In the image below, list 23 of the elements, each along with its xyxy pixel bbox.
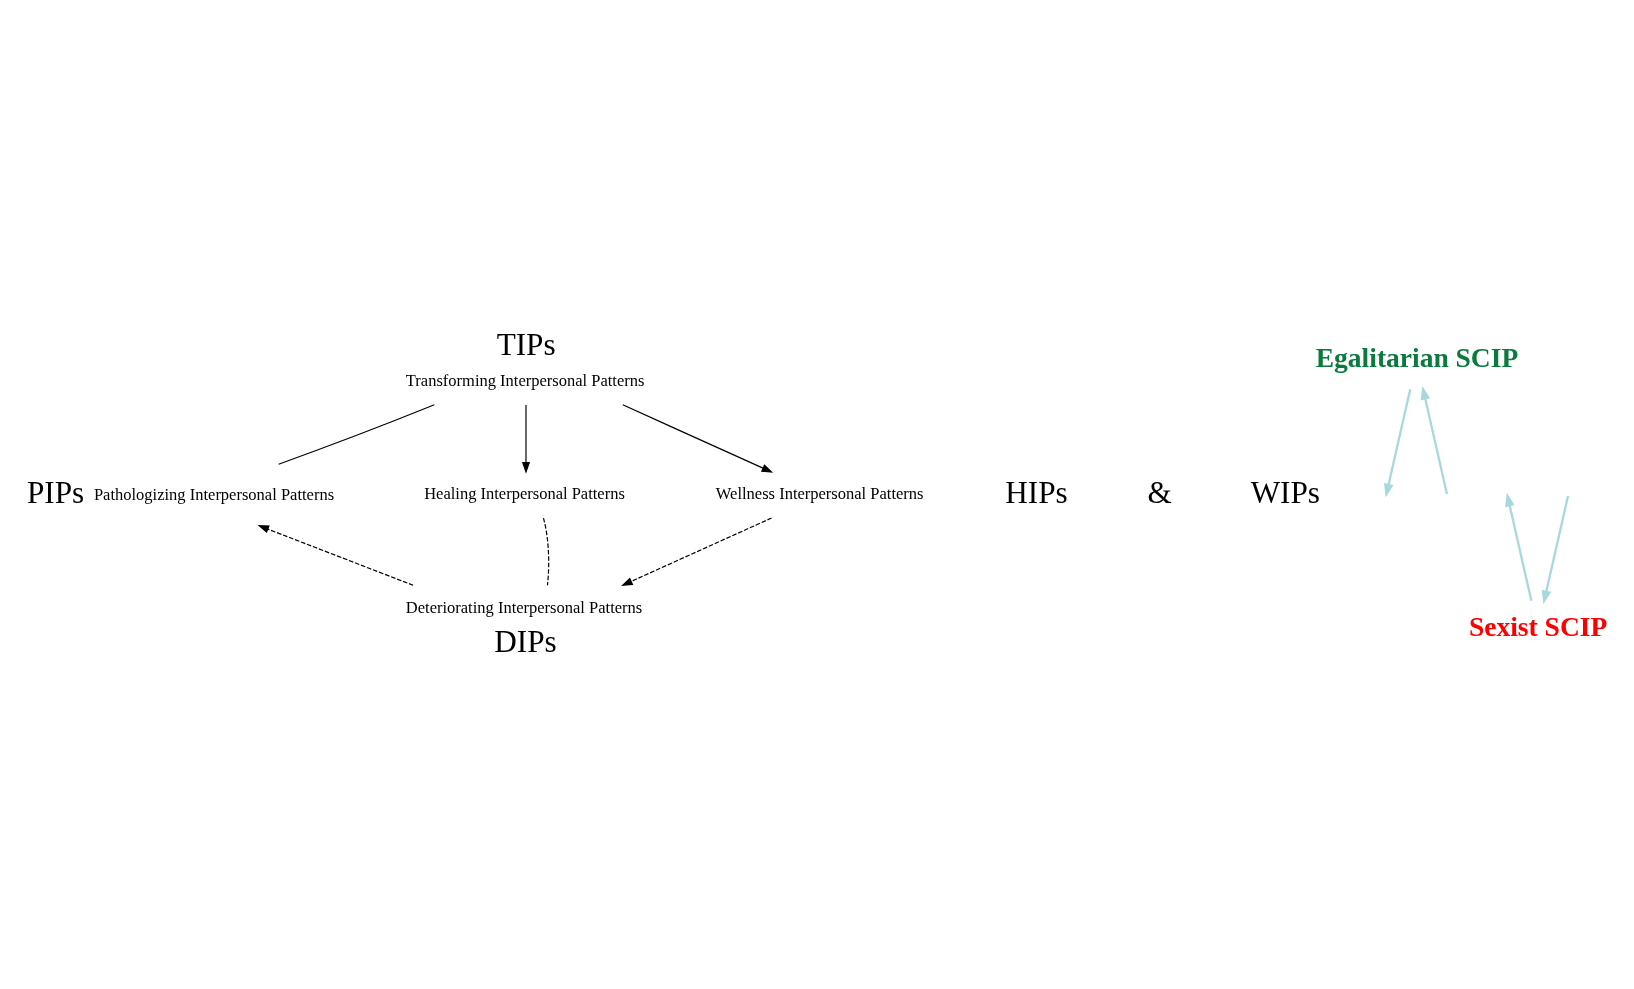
node-text: Sexist SCIP [1468, 610, 1608, 642]
node-label: DIPs [494, 623, 557, 659]
arrow [1505, 492, 1533, 601]
arrow [1420, 385, 1449, 494]
arrow [257, 524, 414, 586]
label: HIPs [1005, 474, 1068, 510]
arrow [521, 403, 531, 474]
node-text: Transforming Interpersonal Patterns [405, 370, 645, 390]
label: & [1147, 474, 1172, 510]
arrow [622, 403, 774, 473]
arrow [621, 516, 773, 586]
node-text: Deteriorating Interpersonal Patterns [405, 597, 643, 617]
arrow [1541, 495, 1570, 604]
connector [542, 517, 550, 586]
node-label: PIPs [26, 474, 85, 510]
node-text: Egalitarian SCIP [1315, 341, 1519, 373]
node-text: Pathologizing Interpersonal Patterns [93, 483, 335, 503]
connector [278, 403, 435, 465]
node-text: Wellness Interpersonal Patterns [715, 483, 924, 503]
arrow [1384, 388, 1412, 497]
node-label: TIPs [496, 326, 556, 362]
node-text: Healing Interpersonal Patterns [424, 483, 625, 503]
label: WIPs [1250, 474, 1320, 510]
